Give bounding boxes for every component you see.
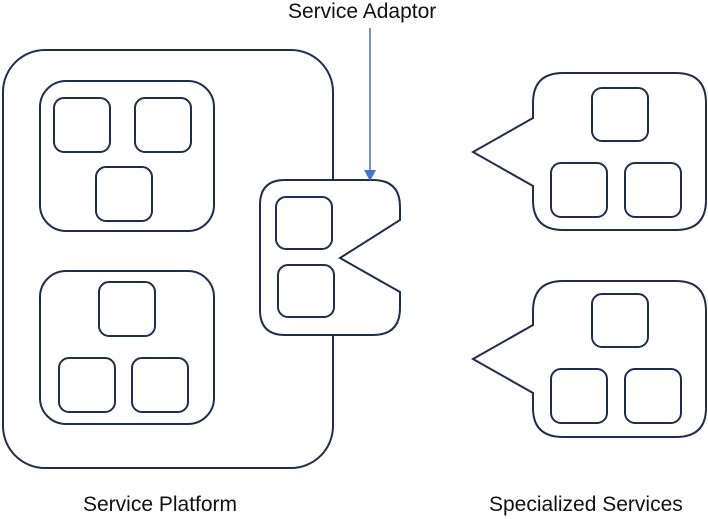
specialized-component (550, 368, 608, 424)
platform-component (58, 357, 116, 413)
adaptor-component (275, 196, 333, 250)
specialized-component (624, 162, 682, 218)
service-adaptor-label: Service Adaptor (288, 0, 437, 23)
adaptor-arrow (364, 28, 376, 181)
platform-component (98, 281, 156, 337)
platform-component (53, 97, 111, 153)
specialized-component (591, 87, 649, 142)
service-platform-label: Service Platform (83, 493, 238, 516)
specialized-component (591, 293, 649, 348)
adaptor-component (277, 264, 335, 318)
specialized-component (624, 368, 682, 424)
specialized-services-label: Specialized Services (489, 493, 683, 516)
platform-component (131, 357, 189, 413)
platform-component (95, 166, 153, 222)
specialized-component (550, 162, 608, 218)
platform-component (134, 97, 192, 153)
